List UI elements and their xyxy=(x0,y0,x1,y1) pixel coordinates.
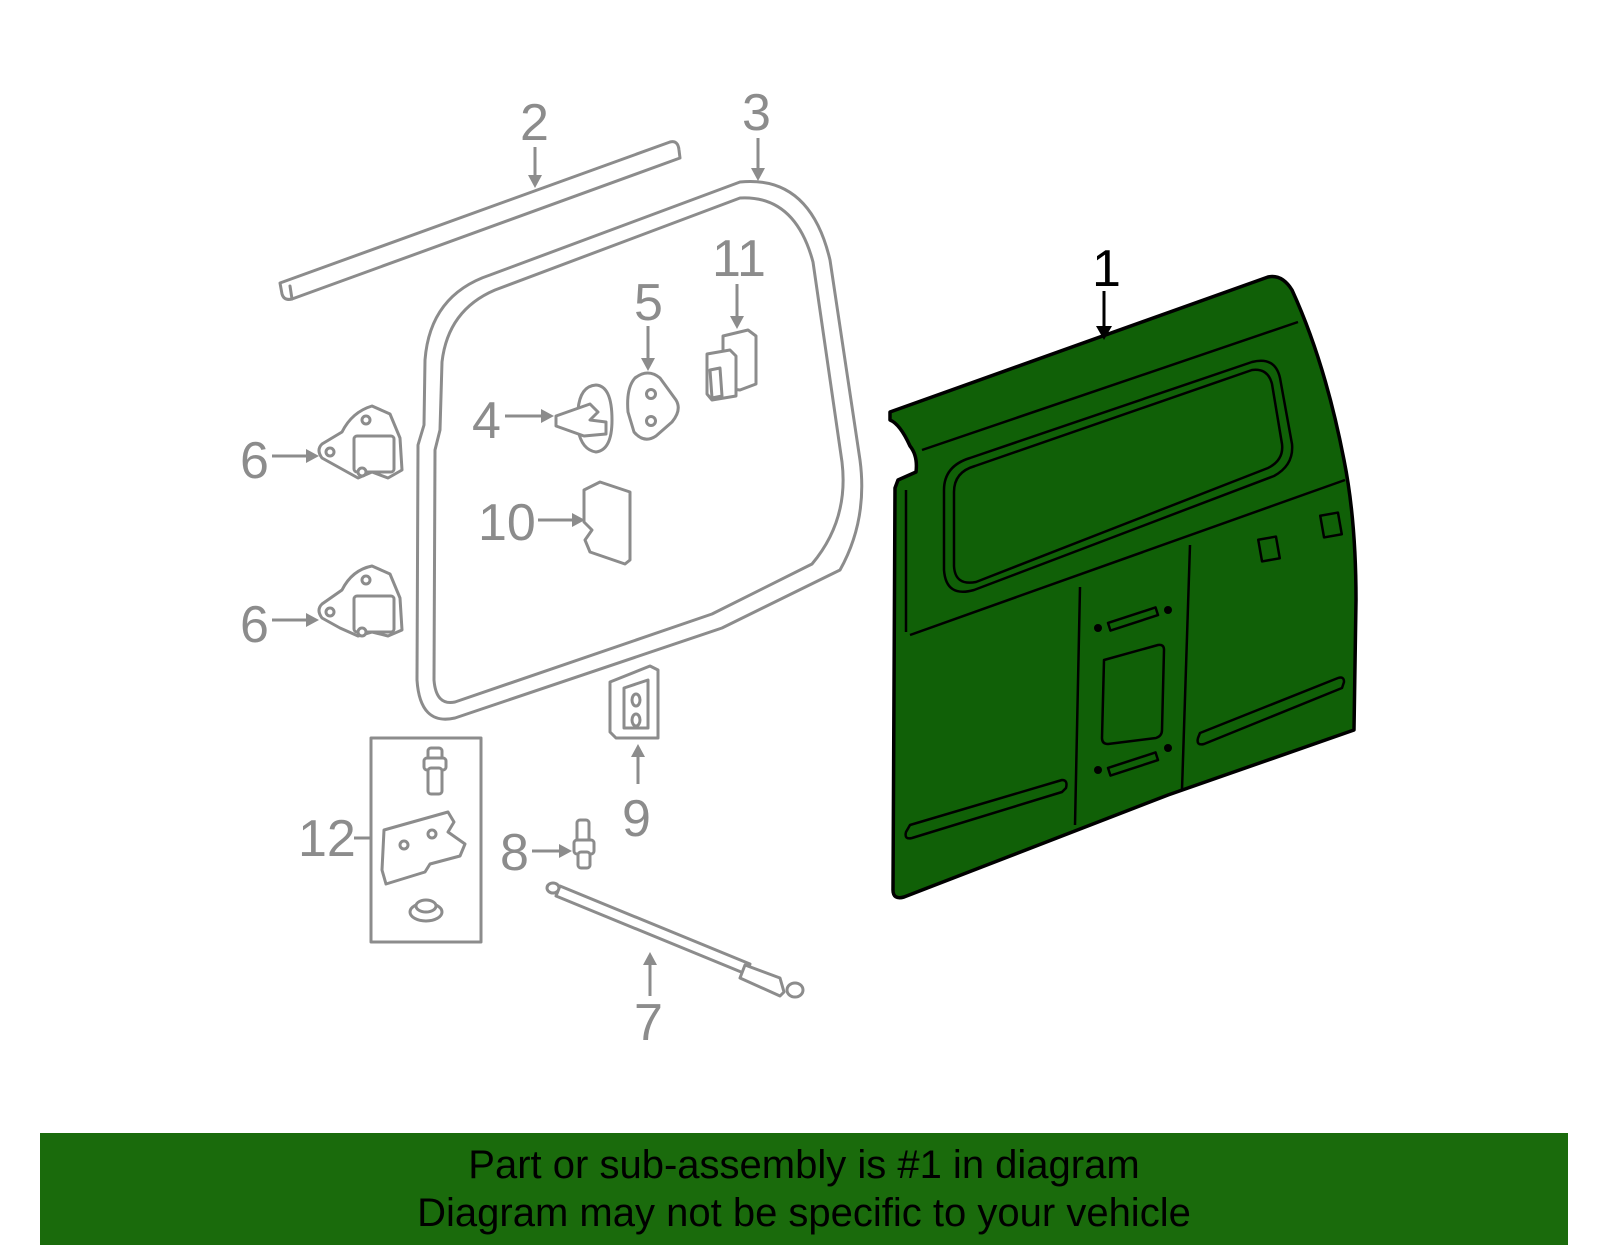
callout-2: 2 xyxy=(520,94,549,152)
callout-9: 9 xyxy=(622,790,651,848)
banner-line-2: Diagram may not be specific to your vehi… xyxy=(417,1191,1191,1235)
banner-line-1: Part or sub-assembly is #1 in diagram xyxy=(468,1143,1140,1187)
leader-lines xyxy=(272,138,1112,996)
part-8-bolt[interactable] xyxy=(572,818,596,870)
kit-nut xyxy=(408,898,444,923)
part-9-bumper[interactable] xyxy=(608,664,660,740)
callout-labels: 1 2 3 4 5 6 6 7 8 9 10 11 12 xyxy=(240,84,1121,1052)
callout-1: 1 xyxy=(1092,240,1121,298)
callout-6-upper: 6 xyxy=(240,432,269,490)
callout-6-lower: 6 xyxy=(240,596,269,654)
callout-4: 4 xyxy=(472,392,501,450)
part-6-hinge-upper[interactable] xyxy=(317,404,404,480)
back-door-moldings xyxy=(904,511,1346,840)
part-4-striker[interactable] xyxy=(554,383,614,454)
callout-3: 3 xyxy=(742,84,771,142)
kit-bolt xyxy=(422,746,448,796)
part-2-molding[interactable] xyxy=(278,140,682,301)
callout-5: 5 xyxy=(634,274,663,332)
callout-11: 11 xyxy=(712,230,766,288)
part-5-striker-plate[interactable] xyxy=(626,371,680,441)
callout-10: 10 xyxy=(478,494,536,552)
part-6-hinge-lower[interactable] xyxy=(317,564,404,638)
callout-12: 12 xyxy=(298,810,356,868)
part-11-bracket[interactable] xyxy=(705,328,758,402)
part-10-trim[interactable] xyxy=(582,480,632,566)
part-3-seal[interactable] xyxy=(415,179,864,721)
part-7-strut[interactable] xyxy=(545,881,805,999)
callout-7: 7 xyxy=(634,994,663,1052)
part-1-back-door[interactable] xyxy=(888,274,1358,900)
kit-hinge-plate xyxy=(380,810,467,886)
part-12-kit[interactable] xyxy=(369,736,483,944)
back-door-window xyxy=(942,359,1294,593)
license-plate-recess xyxy=(1094,606,1172,777)
callout-8: 8 xyxy=(500,824,529,882)
info-banner: Part or sub-assembly is #1 in diagram Di… xyxy=(40,1133,1568,1245)
